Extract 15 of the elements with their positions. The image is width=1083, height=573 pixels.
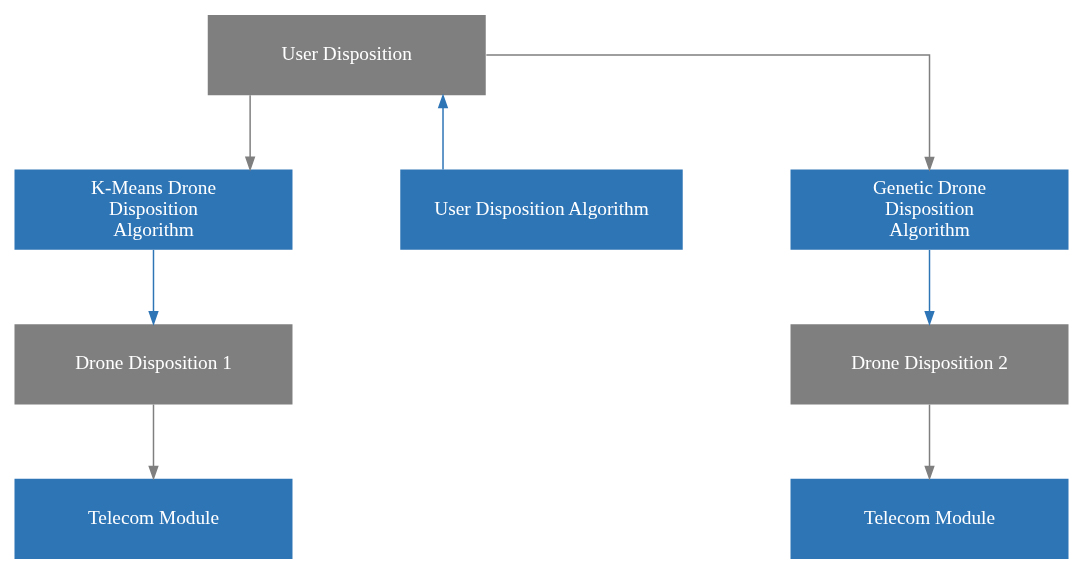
node-box: User Disposition [207, 14, 486, 95]
arrow [148, 248, 159, 326]
arrow [244, 94, 256, 171]
node-box: K-Means Drone Disposition Algorithm [14, 169, 293, 250]
node-box: Telecom Module [790, 478, 1069, 559]
node-box: Genetic Drone Disposition Algorithm [790, 169, 1069, 250]
node-box: User Disposition Algorithm [400, 169, 683, 250]
arrow [924, 248, 935, 326]
arrow [485, 53, 935, 172]
node-box: Drone Disposition 1 [14, 323, 293, 404]
arrow [924, 403, 935, 481]
arrow [148, 403, 159, 481]
arrow [437, 92, 449, 170]
node-box: Drone Disposition 2 [790, 323, 1069, 404]
node-box: Telecom Module [14, 478, 293, 559]
